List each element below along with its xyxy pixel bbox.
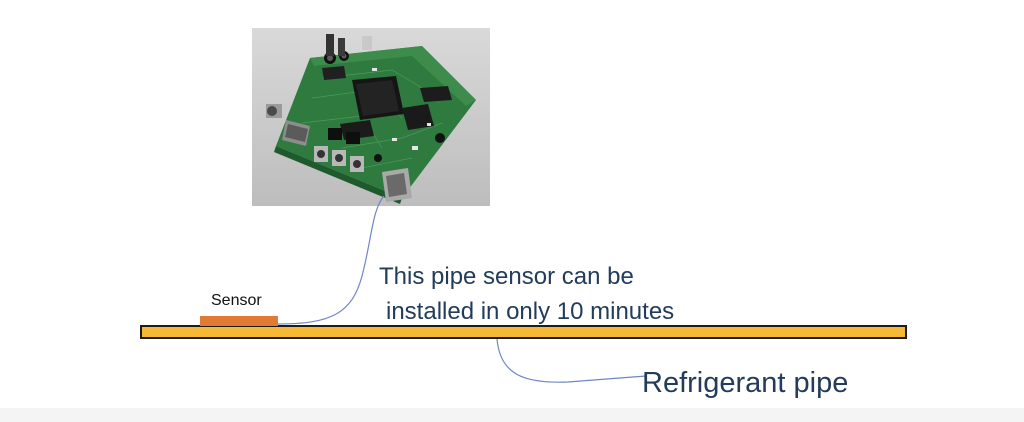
sensor-pad [200,316,278,326]
circuit-board-photo [252,28,490,206]
sensor-label: Sensor [211,292,262,309]
pipe-label-leader-line [496,338,647,383]
pipe-label: Refrigerant pipe [642,367,849,399]
caption-line-1: This pipe sensor can be [379,263,634,290]
bottom-strip [0,408,1024,422]
sensor-to-board-line [277,195,385,325]
caption-line-2: installed in only 10 minutes [386,298,675,325]
refrigerant-pipe [140,325,907,339]
